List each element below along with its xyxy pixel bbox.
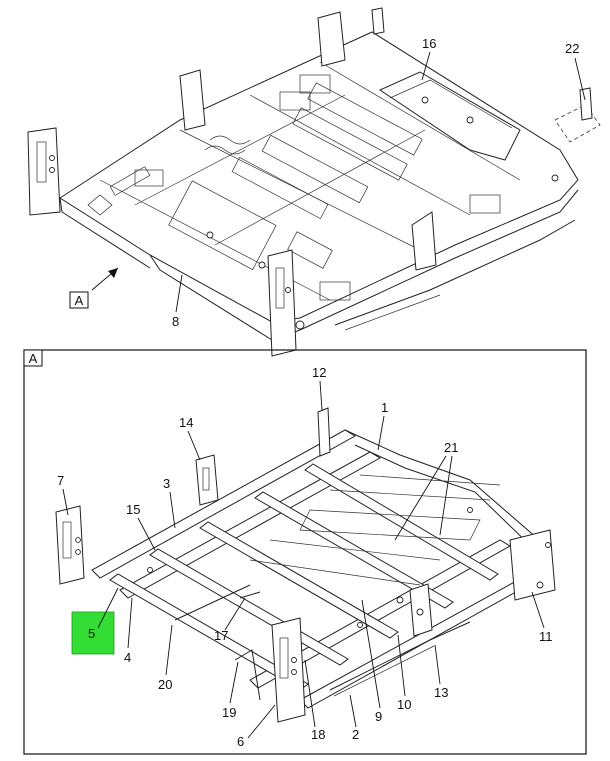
leader-13 — [434, 644, 441, 685]
detail-view-label-a: A — [29, 351, 38, 366]
leader-8 — [175, 274, 183, 313]
callout-16: 16 — [422, 36, 436, 51]
leader-6 — [247, 704, 276, 739]
leader-3 — [169, 491, 176, 529]
view-label-box — [69, 291, 89, 309]
leader-21-a — [394, 455, 447, 541]
detail-view-label-box — [23, 349, 43, 367]
leader-2 — [349, 694, 357, 728]
callout-7: 7 — [57, 473, 64, 488]
leader-22 — [574, 57, 586, 101]
leader-4 — [127, 597, 133, 649]
callout-17: 17 — [214, 628, 228, 643]
leader-10 — [397, 634, 406, 697]
leader-9 — [361, 599, 381, 709]
leader-16 — [421, 51, 431, 81]
callout-9: 9 — [375, 709, 382, 724]
callout-20: 20 — [158, 677, 172, 692]
leader-21-b — [439, 455, 453, 536]
leader-1 — [377, 415, 385, 451]
view-arrow-head — [108, 268, 118, 278]
leader-20 — [165, 624, 173, 676]
leader-11 — [531, 591, 545, 629]
callout-18: 18 — [311, 727, 325, 742]
callout-1: 1 — [381, 400, 388, 415]
callout-6: 6 — [237, 734, 244, 749]
view-label-a: A — [75, 293, 84, 308]
callout-12: 12 — [312, 365, 326, 380]
leader-18 — [304, 659, 316, 728]
highlight-callout-5[interactable] — [71, 611, 115, 655]
leader-5 — [97, 587, 119, 629]
leader-12 — [319, 380, 323, 411]
leader-15 — [137, 517, 156, 551]
leader-7 — [62, 488, 69, 516]
callout-11: 11 — [539, 629, 553, 644]
callout-2: 2 — [352, 727, 359, 742]
frame-assembly-view — [55, 407, 556, 723]
callout-15: 15 — [126, 502, 140, 517]
leader-17 — [224, 597, 246, 631]
callout-10: 10 — [397, 697, 411, 712]
leader-19 — [229, 661, 239, 704]
detail-view-frame — [23, 349, 587, 755]
callout-5: 5 — [88, 626, 95, 641]
callout-8: 8 — [172, 314, 179, 329]
callout-14: 14 — [179, 415, 193, 430]
callout-21: 21 — [444, 440, 458, 455]
callout-22: 22 — [565, 41, 579, 56]
callout-13: 13 — [434, 685, 448, 700]
leader-14 — [187, 430, 201, 461]
floor-pan-assembly-view — [27, 7, 601, 357]
callout-4: 4 — [124, 650, 131, 665]
callout-19: 19 — [222, 705, 236, 720]
callout-3: 3 — [163, 476, 170, 491]
